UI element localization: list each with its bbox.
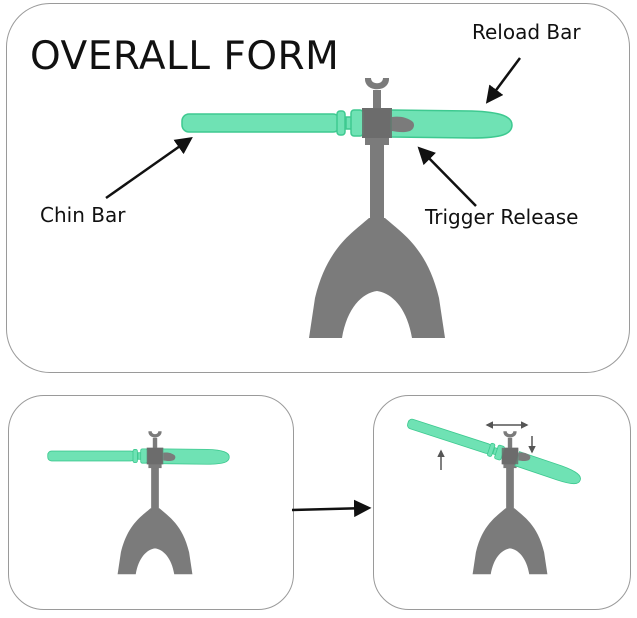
trigger-release-label: Trigger Release — [425, 205, 579, 229]
chin-bar-label: Chin Bar — [40, 203, 126, 227]
main-device — [181, 78, 513, 338]
loaded-device — [47, 431, 230, 575]
trigger-release-arrow — [417, 146, 477, 207]
loaded-state-panel — [8, 395, 294, 610]
reload-bar-label: Reload Bar — [472, 20, 581, 44]
reload-bar-arrow — [485, 57, 522, 104]
chin-bar-arrow — [105, 136, 193, 200]
page-title: OVERALL FORM — [30, 34, 340, 79]
released-device — [405, 415, 584, 575]
transition-arrow — [291, 499, 372, 518]
